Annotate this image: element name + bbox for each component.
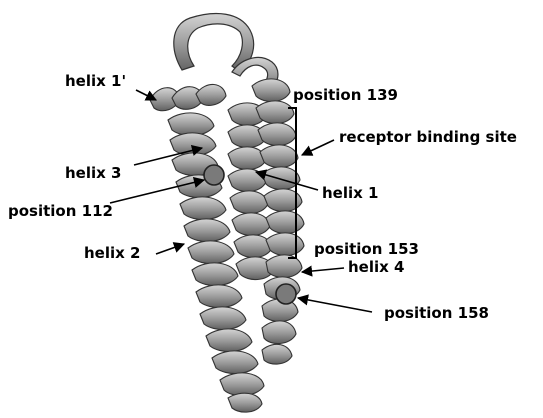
label-helix-1: helix 1 <box>322 184 378 202</box>
arrow-position158 <box>298 298 372 312</box>
label-position-112: position 112 <box>8 202 113 220</box>
helix-1prime-ribbon <box>150 84 226 110</box>
label-position-139: position 139 <box>293 86 398 104</box>
arrow-helix2 <box>156 244 184 254</box>
label-helix-1prime: helix 1' <box>65 72 126 90</box>
label-helix-2: helix 2 <box>84 244 140 262</box>
label-receptor-binding-site: receptor binding site <box>339 128 517 146</box>
position-158-marker <box>276 284 296 304</box>
label-helix-3: helix 3 <box>65 164 121 182</box>
label-helix-4: helix 4 <box>348 258 404 276</box>
label-position-153: position 153 <box>314 240 419 258</box>
label-position-158: position 158 <box>384 304 489 322</box>
arrow-receptor <box>302 140 334 155</box>
position-112-marker <box>204 165 224 185</box>
arrow-helix4 <box>302 268 344 272</box>
